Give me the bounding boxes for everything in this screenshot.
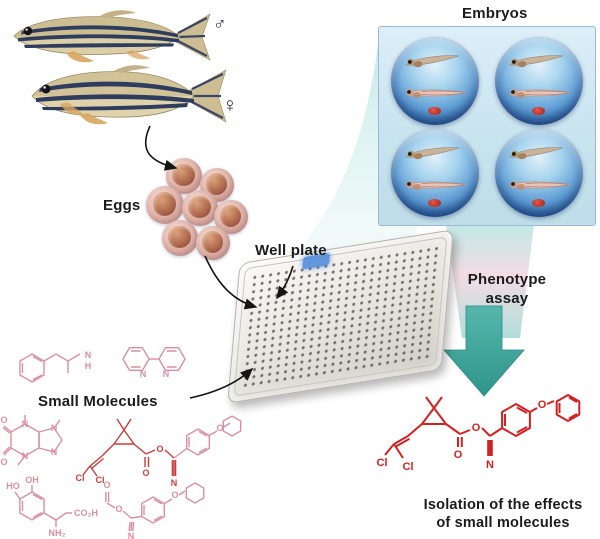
well-marker-dot	[532, 199, 545, 207]
atom-label: NH₂	[49, 528, 66, 538]
well-marker-dot	[428, 199, 441, 207]
molecule-dopa: HO OH CO₂H NH₂	[6, 475, 98, 538]
atom-label: N	[140, 369, 147, 379]
arrow-fish-to-eggs	[144, 125, 178, 171]
egg	[196, 226, 230, 260]
atom-label: H	[85, 361, 92, 371]
phenotype-assay-label-line1: Phenotype	[467, 271, 547, 288]
molecule-phenethylamine: N H	[19, 350, 92, 383]
embryo-well	[391, 129, 479, 217]
atom-label: N	[486, 459, 494, 471]
atom-label: O	[115, 504, 122, 514]
zebrafish-female	[31, 65, 227, 125]
isolation-label-line2: of small molecules	[436, 515, 570, 531]
atom-label: Cl	[76, 473, 85, 483]
molecule-result-pyrethroid: Cl Cl O O O N	[377, 393, 581, 473]
atom-label: N	[85, 350, 92, 360]
molecule-caffeine: O O N N N N	[0, 415, 63, 467]
embryo-well	[495, 37, 583, 125]
isolation-label-line1: Isolation of the effects	[423, 497, 583, 513]
arrow-label-to-plate	[276, 265, 294, 300]
atom-label: O	[216, 423, 223, 433]
atom-label: O	[472, 422, 481, 434]
egg	[146, 186, 184, 224]
atom-label: O	[103, 480, 110, 490]
atom-label: N	[128, 531, 135, 539]
arrow-eggs-to-plate	[204, 255, 258, 310]
embryo-well	[495, 129, 583, 217]
well-marker-dot	[428, 107, 441, 115]
atom-label: O	[142, 468, 149, 478]
atom-label: O	[538, 399, 547, 411]
small-molecules-label: Small Molecules	[38, 393, 158, 410]
arrow-molecules-to-plate	[189, 367, 254, 399]
embryos-label: Embryos	[462, 5, 528, 22]
female-symbol: ♀	[222, 94, 238, 117]
egg	[182, 190, 218, 226]
molecule-bipyridine: N N	[122, 346, 186, 379]
atom-label: HO	[6, 481, 20, 491]
phenotype-arrow	[443, 305, 525, 397]
eggs-label: Eggs	[103, 197, 141, 214]
well-plate-label: Well plate	[255, 242, 327, 259]
atom-label: Cl	[377, 457, 388, 469]
embryo-well	[391, 37, 479, 125]
atom-label: N	[163, 369, 170, 379]
molecule-pyrethroid: Cl Cl O O N O	[76, 415, 242, 488]
atom-label: N	[22, 419, 29, 429]
atom-label: OH	[25, 475, 39, 485]
atom-label: O	[171, 490, 178, 500]
male-symbol: ♂	[213, 14, 227, 34]
eggs-cluster	[140, 158, 252, 264]
atom-label: CO₂H	[74, 508, 98, 518]
atom-label: N	[51, 423, 58, 433]
atom-label: O	[156, 444, 163, 454]
egg	[214, 200, 248, 234]
atom-label: O	[0, 457, 7, 467]
atom-label: O	[454, 449, 463, 461]
well-marker-dot	[532, 107, 545, 115]
atom-label: Cl	[403, 461, 414, 473]
molecule-phenoxy-formate: O O O N	[103, 480, 205, 539]
atom-label: N	[22, 451, 29, 461]
atom-label: N	[171, 478, 178, 488]
zebrafish-male	[13, 10, 211, 63]
atom-label: Cl	[96, 475, 105, 485]
egg	[162, 220, 198, 256]
atom-label: N	[51, 447, 58, 457]
phenotype-assay-label-line2: assay	[485, 290, 529, 307]
atom-label: O	[0, 415, 7, 425]
embryos-panel	[378, 26, 596, 226]
